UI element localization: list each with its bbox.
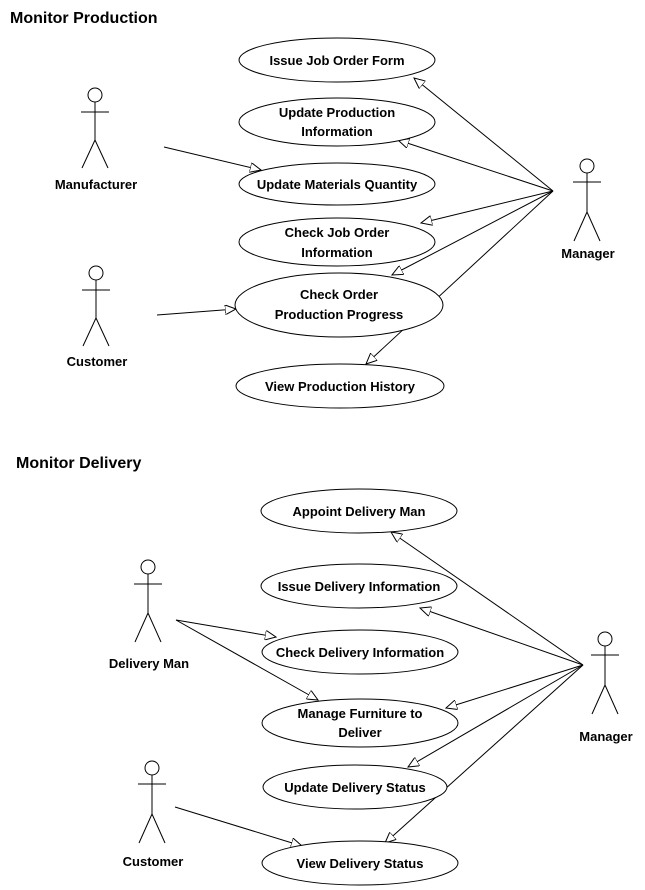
use-case-ellipse: [235, 363, 445, 409]
actor-icon: [591, 631, 619, 715]
association-manager-view-production-history: [366, 190, 554, 364]
use-case-update-production-information: Update Production Information: [238, 97, 436, 147]
association-customer-view-delivery-status: [174, 806, 302, 846]
association-manager-check-order-production-progress: [392, 190, 554, 275]
association-delivery-man-check-delivery-information: [175, 619, 276, 637]
actor-customer: Customer: [67, 265, 128, 369]
use-case-label-line-2: Information: [301, 124, 373, 139]
use-case-issue-job-order-form: Issue Job Order Form: [238, 37, 436, 83]
association-manager-issue-job-order-form: [414, 78, 554, 192]
use-case-ellipse: [261, 840, 459, 886]
use-case-label-line-1: Check Order: [300, 287, 378, 302]
actor-label: Delivery Man: [109, 656, 189, 671]
use-case-label: View Production History: [265, 379, 416, 394]
use-case-ellipse: [238, 97, 436, 147]
use-case-label: Issue Job Order Form: [269, 53, 404, 68]
use-case-label-line-2: Deliver: [338, 725, 381, 740]
association-manager-update-delivery-status: [408, 664, 584, 767]
actor-manager: Manager: [561, 158, 615, 261]
actor-icon: [81, 87, 109, 169]
association-manager-appoint-delivery-man: [391, 532, 584, 666]
use-case-label-line-1: Check Job Order: [285, 225, 390, 240]
use-case-update-materials-quantity: Update Materials Quantity: [238, 162, 436, 206]
associations: [174, 532, 584, 846]
actor-customer: Customer: [123, 760, 184, 869]
use-case-ellipse: [238, 162, 436, 206]
use-case-ellipse: [262, 764, 448, 810]
actor-icon: [134, 559, 162, 643]
actor-label: Customer: [123, 854, 184, 869]
use-case-ellipse: [260, 488, 458, 534]
association-manager-manage-furniture-to-deliver: [446, 664, 584, 708]
actor-label: Manager: [579, 729, 632, 744]
use-case-label: Check Delivery Information: [276, 645, 444, 660]
actor-label: Manager: [561, 246, 614, 261]
association-manager-view-delivery-status: [385, 664, 584, 843]
actor-icon: [138, 760, 166, 844]
section-monitor-production: Monitor Production Issue Job Order Form …: [10, 10, 615, 409]
association-delivery-man-manage-furniture-to-deliver: [175, 619, 318, 700]
actor-label: Customer: [67, 354, 128, 369]
associations: [156, 78, 554, 364]
section-title: Monitor Delivery: [16, 455, 141, 472]
use-case-ellipse: [238, 37, 436, 83]
use-case-ellipse: [234, 272, 444, 338]
association-manager-issue-delivery-information: [420, 608, 584, 666]
actor-icon: [573, 158, 601, 242]
use-case-label-line-1: Manage Furniture to: [298, 706, 423, 721]
association-manager-update-production-information: [398, 140, 554, 192]
actor-manager: Manager: [579, 631, 633, 744]
use-case-manage-furniture-to-deliver: Manage Furniture to Deliver: [261, 698, 459, 748]
use-case-check-job-order-information: Check Job Order Information: [238, 217, 436, 267]
use-case-view-production-history: View Production History: [235, 363, 445, 409]
use-case-ellipse: [261, 698, 459, 748]
association-manufacturer-update-materials-quantity: [163, 146, 261, 170]
use-case-ellipse: [238, 217, 436, 267]
actor-icon: [82, 265, 110, 347]
actor-label: Manufacturer: [55, 177, 137, 192]
use-case-update-delivery-status: Update Delivery Status: [262, 764, 448, 810]
use-case-appoint-delivery-man: Appoint Delivery Man: [260, 488, 458, 534]
actor-manufacturer: Manufacturer: [55, 87, 137, 192]
actor-delivery-man: Delivery Man: [109, 559, 189, 671]
use-case-check-delivery-information: Check Delivery Information: [261, 629, 459, 675]
use-case-label: View Delivery Status: [297, 856, 424, 871]
use-case-view-delivery-status: View Delivery Status: [261, 840, 459, 886]
use-case-issue-delivery-information: Issue Delivery Information: [260, 563, 458, 609]
section-monitor-delivery: Monitor Delivery Appoint Delivery Man Is…: [16, 455, 633, 886]
use-case-ellipse: [260, 563, 458, 609]
use-case-label: Update Delivery Status: [284, 780, 426, 795]
use-case-check-order-production-progress: Check Order Production Progress: [234, 272, 444, 338]
section-title: Monitor Production: [10, 10, 158, 27]
association-customer-check-order-production-progress: [156, 309, 236, 316]
use-case-label-line-2: Production Progress: [275, 307, 404, 322]
use-case-label: Update Materials Quantity: [257, 177, 418, 192]
use-case-label-line-2: Information: [301, 245, 373, 260]
use-case-label: Issue Delivery Information: [278, 579, 441, 594]
association-manager-check-job-order-information: [421, 190, 554, 223]
use-case-label-line-1: Update Production: [279, 105, 395, 120]
use-case-ellipse: [261, 629, 459, 675]
use-case-label: Appoint Delivery Man: [293, 504, 426, 519]
